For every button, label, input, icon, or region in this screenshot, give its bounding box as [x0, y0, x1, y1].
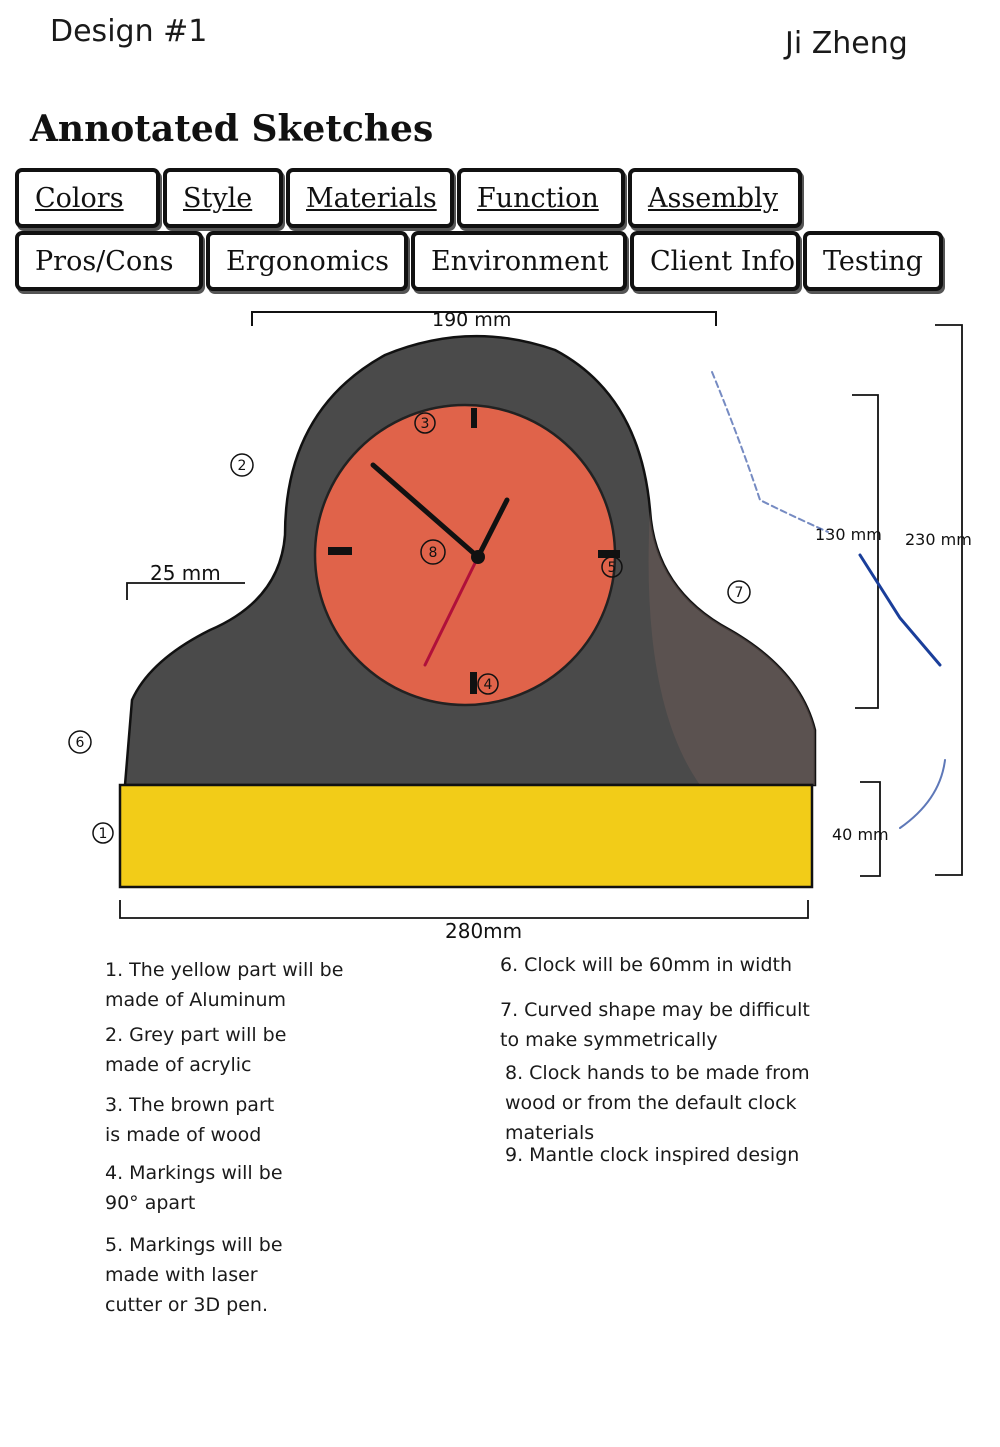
tab-testing[interactable]: Testing — [803, 231, 943, 291]
note-7: 7. Curved shape may be difficult to make… — [500, 999, 810, 1051]
clock-sketch: 190 mm 1 2 3 4 5 6 7 8 25 mm 130 mm — [68, 309, 972, 943]
note-8: 8. Clock hands to be made from wood or f… — [505, 1062, 810, 1144]
dimension-top-label: 190 mm — [432, 309, 511, 331]
note-5: 5. Markings will be made with laser cutt… — [105, 1234, 283, 1316]
svg-text:6: 6 — [76, 735, 85, 751]
dimension-top — [251, 311, 717, 326]
tab-client-info[interactable]: Client Info — [630, 231, 800, 291]
clock-face — [313, 403, 617, 707]
svg-text:5: 5 — [608, 560, 617, 576]
page-title: Annotated Sketches — [30, 108, 434, 150]
body-shading — [648, 510, 815, 785]
note-1: 1. The yellow part will be made of Alumi… — [105, 959, 344, 1011]
dimension-left — [126, 582, 245, 600]
svg-text:1: 1 — [99, 826, 108, 842]
tab-pros-cons[interactable]: Pros/Cons — [15, 231, 203, 291]
tab-function[interactable]: Function — [457, 168, 625, 228]
tab-row-1: Colors Style Materials Function Assembly — [15, 168, 805, 228]
dimension-base — [860, 781, 881, 877]
note-4: 4. Markings will be 90° apart — [105, 1162, 283, 1214]
dimension-base-label: 40 mm — [832, 825, 889, 844]
note-3: 3. The brown part is made of wood — [105, 1094, 275, 1146]
dimension-right-total — [935, 324, 963, 876]
tab-assembly[interactable]: Assembly — [628, 168, 802, 228]
blue-ink-strokes — [711, 371, 946, 829]
tab-style[interactable]: Style — [163, 168, 283, 228]
note-6: 6. Clock will be 60mm in width — [500, 954, 792, 976]
tab-row-2: Pros/Cons Ergonomics Environment Client … — [15, 231, 946, 291]
tab-ergonomics[interactable]: Ergonomics — [206, 231, 408, 291]
callout-8: 8 — [420, 539, 446, 565]
note-2: 2. Grey part will be made of acrylic — [105, 1024, 287, 1076]
svg-text:3: 3 — [421, 416, 430, 432]
tab-environment[interactable]: Environment — [411, 231, 627, 291]
callout-2: 2 — [230, 453, 254, 477]
dimension-left-label: 25 mm — [150, 561, 221, 585]
tab-materials[interactable]: Materials — [286, 168, 454, 228]
svg-text:2: 2 — [238, 458, 247, 474]
design-label: Design #1 — [50, 14, 208, 49]
callout-7: 7 — [727, 580, 751, 604]
svg-text:4: 4 — [484, 677, 493, 693]
hour-markers — [328, 408, 620, 694]
callout-4: 4 — [477, 673, 499, 695]
dimension-right-upper — [852, 394, 879, 709]
author-name: Ji Zheng — [785, 26, 908, 61]
dimension-bottom — [119, 900, 809, 919]
note-9: 9. Mantle clock inspired design — [505, 1144, 800, 1166]
svg-text:8: 8 — [429, 545, 438, 561]
tab-colors[interactable]: Colors — [15, 168, 160, 228]
callout-6: 6 — [68, 730, 92, 754]
svg-text:7: 7 — [735, 585, 744, 601]
clock-base — [118, 783, 814, 889]
clock-hands — [370, 462, 510, 667]
callout-3: 3 — [414, 412, 436, 434]
dimension-right-upper-label: 130 mm — [815, 525, 882, 544]
dimension-bottom-label: 280mm — [445, 919, 522, 943]
callout-1: 1 — [92, 822, 114, 844]
dimension-right-total-label: 230 mm — [905, 530, 972, 549]
callout-5: 5 — [601, 556, 623, 578]
